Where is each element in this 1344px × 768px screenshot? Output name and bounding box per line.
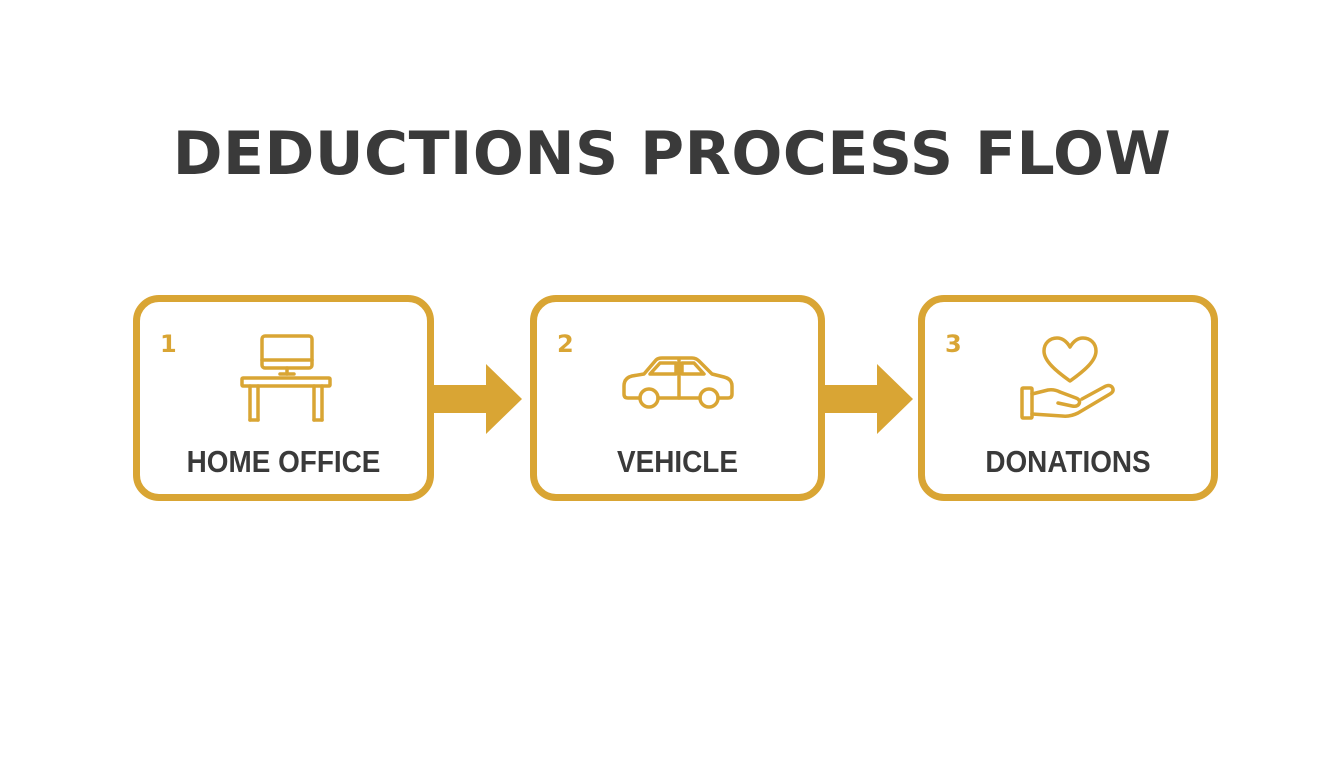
step-label: DONATIONS <box>985 444 1151 479</box>
step-number: 2 <box>557 330 574 358</box>
step-box-vehicle: 2 VEHICLE <box>530 295 825 501</box>
step-box-donations: 3 DONATIONS <box>918 295 1218 501</box>
arrow-right-icon <box>823 364 913 434</box>
diagram-title: DEDUCTIONS PROCESS FLOW <box>172 119 1172 189</box>
heart-hand-icon <box>1020 336 1115 420</box>
step-label: VEHICLE <box>617 444 738 479</box>
arrow-right-icon <box>432 364 522 434</box>
step-label: HOME OFFICE <box>186 444 381 479</box>
step-number: 3 <box>945 330 962 358</box>
car-icon <box>621 356 734 409</box>
desk-computer-icon <box>239 334 332 422</box>
step-number: 1 <box>160 330 177 358</box>
step-box-home-office: 1 HOME OFFICE <box>133 295 434 501</box>
